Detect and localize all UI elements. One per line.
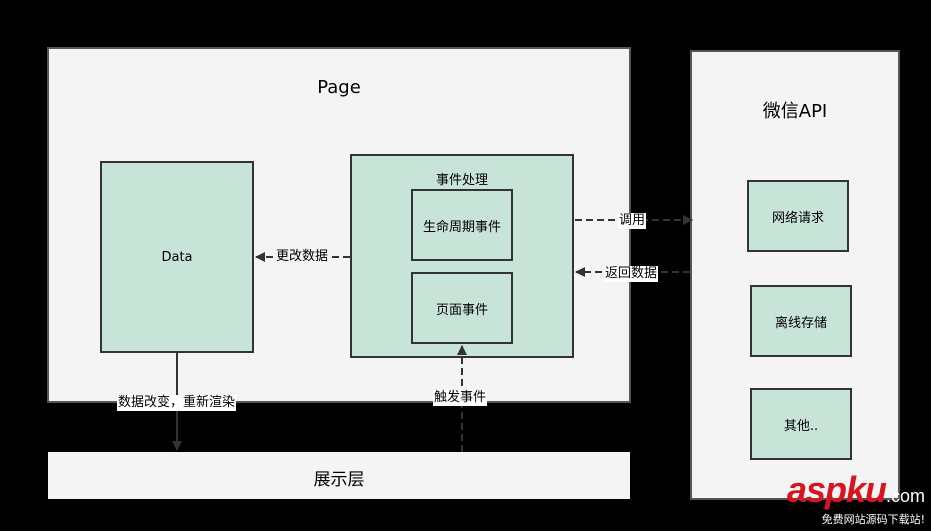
lifecycle-events-box: 生命周期事件 (411, 189, 513, 261)
watermark-brand: aspku (786, 469, 887, 510)
aspku-watermark: aspku.com 免费网站源码下载站! (787, 472, 925, 527)
edge-label-call: 调用 (618, 213, 647, 229)
edge-label-trigger-event: 触发事件 (433, 390, 488, 406)
display-layer (48, 452, 630, 499)
api-item-offline-storage: 离线存储 (750, 285, 852, 357)
watermark-suffix: .com (885, 486, 925, 506)
wechat-api-title: 微信API (762, 101, 828, 122)
watermark-tagline: 免费网站源码下载站! (821, 513, 925, 526)
api-item-network-request: 网络请求 (747, 180, 849, 252)
page-title: Page (317, 77, 361, 98)
edge-label-return-data: 返回数据 (604, 266, 659, 282)
api-item-other: 其他.. (750, 388, 852, 460)
edge-label-rerender: 数据改变，重新渲染 (117, 395, 237, 411)
data-box: Data (100, 161, 254, 353)
page-events-box: 页面事件 (411, 272, 513, 344)
event-handling-title: 事件处理 (435, 173, 488, 188)
edge-label-update-data: 更改数据 (275, 249, 330, 265)
wechat-api-panel (690, 50, 900, 500)
display-layer-label: 展示层 (313, 470, 365, 490)
